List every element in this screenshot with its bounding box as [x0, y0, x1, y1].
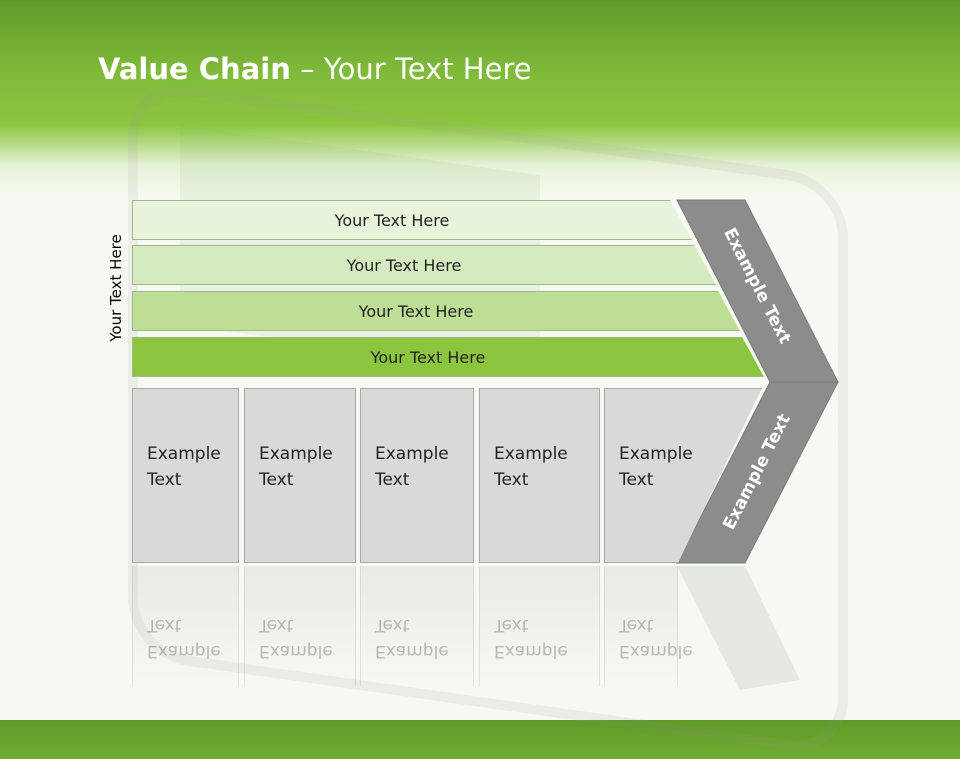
chevron-lower — [676, 381, 839, 564]
support-bar-4: Your Text Here — [132, 337, 764, 377]
activity-3-line1: Example — [375, 444, 449, 464]
margin-chevron — [676, 199, 839, 690]
activity-box-3: Example Text — [360, 388, 474, 563]
title-bold: Value Chain — [98, 52, 291, 86]
activity-1-line2: Text — [147, 470, 182, 490]
activity-2-line2: Text — [259, 470, 294, 490]
support-bar-2: Your Text Here — [132, 245, 716, 285]
support-bar-3: Your Text Here — [132, 291, 740, 331]
title-rest: – Your Text Here — [290, 52, 532, 86]
activity-box-4: Example Text — [479, 388, 600, 563]
chevron-reflection — [677, 566, 800, 690]
activity-box-2: Example Text — [244, 388, 356, 563]
activity-1-line1: Example — [147, 444, 221, 464]
activity-3-line2: Text — [375, 470, 410, 490]
support-bar-1: Your Text Here — [132, 200, 692, 240]
activity-4-line2: Text — [494, 470, 529, 490]
activity-2-line1: Example — [259, 444, 333, 464]
page-title: Value Chain – Your Text Here — [98, 52, 532, 86]
activity-box-1: Example Text — [132, 388, 239, 563]
activity-5-line1: Example — [619, 444, 693, 464]
activity-5-line2: Text — [619, 470, 654, 490]
activity-4-line1: Example — [494, 444, 568, 464]
